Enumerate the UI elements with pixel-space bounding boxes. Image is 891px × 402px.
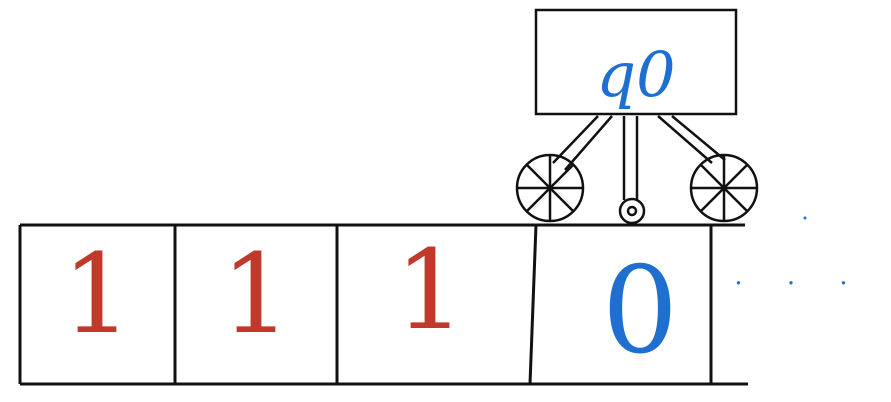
tape [18,223,748,386]
tape-continuation: · · · [734,269,865,299]
tape-cell-4-symbol: 0 [602,242,678,381]
head-state-label: q0 [596,38,675,111]
tape-cell-3-symbol: 1 [395,226,465,354]
left-wheel-icon [515,153,585,223]
tape-cell-1-symbol: 1 [62,230,132,358]
stray-dot [803,216,807,220]
state-box [534,8,738,116]
tape-cell-2-symbol: 1 [221,230,291,358]
right-wheel-icon [689,153,759,223]
cell-divider [528,224,538,385]
read-write-roller-icon [618,197,646,225]
tape-head [515,8,759,225]
